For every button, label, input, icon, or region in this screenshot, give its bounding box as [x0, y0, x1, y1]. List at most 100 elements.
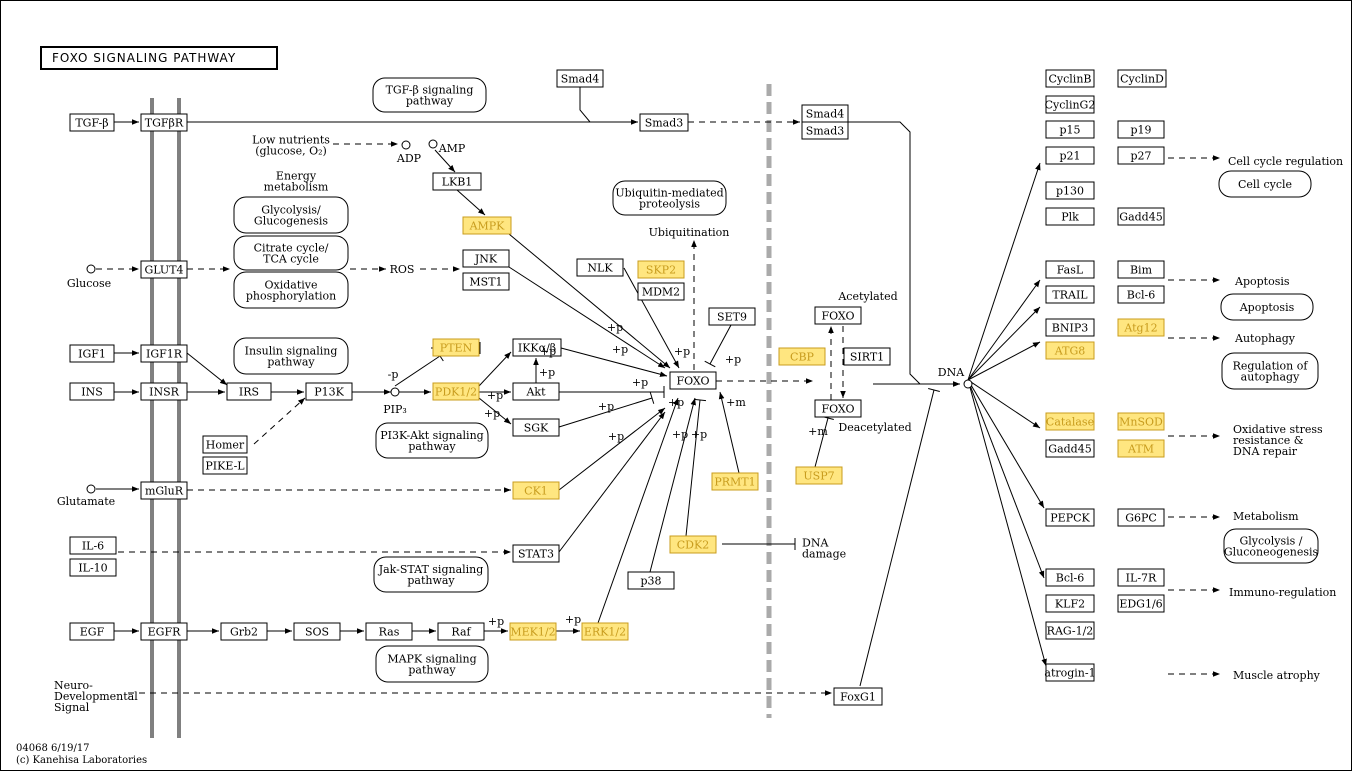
gene-tgf[interactable]: TGF-β — [69, 113, 115, 132]
gene-gadd45[interactable]: Gadd45 — [1117, 207, 1165, 226]
gene-akt[interactable]: Akt — [512, 382, 560, 401]
gene-homer[interactable]: Homer — [202, 435, 248, 454]
gene-cdk2[interactable]: CDK2 — [669, 535, 717, 554]
gene-ck1[interactable]: CK1 — [512, 481, 560, 500]
gene-atg12[interactable]: Atg12 — [1117, 318, 1165, 337]
gene-smad3[interactable]: Smad3 — [639, 113, 689, 132]
compound-glucose[interactable]: Glucose — [67, 264, 111, 290]
gene-raf[interactable]: Raf — [437, 622, 485, 641]
gene-p19[interactable]: p19 — [1117, 120, 1165, 139]
gene-rag-1-2[interactable]: RAG-1/2 — [1045, 621, 1095, 640]
gene-mdm2[interactable]: MDM2 — [637, 282, 685, 301]
gene-p27[interactable]: p27 — [1117, 146, 1165, 165]
gene-edg1-6[interactable]: EDG1/6 — [1117, 594, 1165, 613]
gene-set9[interactable]: SET9 — [708, 307, 756, 326]
gene-trail[interactable]: TRAIL — [1045, 285, 1095, 304]
gene-cycling2[interactable]: CyclinG2 — [1045, 95, 1096, 114]
gene-catalase[interactable]: Catalase — [1045, 412, 1095, 431]
gene-sos[interactable]: SOS — [293, 622, 341, 641]
gene-sirt1[interactable]: SIRT1 — [843, 347, 891, 366]
gene-fasl[interactable]: FasL — [1045, 260, 1095, 279]
gene-label: CyclinD — [1120, 73, 1164, 86]
gene-cyclind[interactable]: CyclinD — [1117, 69, 1167, 88]
compound-glutamate[interactable]: Glutamate — [57, 484, 115, 508]
gene-glut4[interactable]: GLUT4 — [140, 260, 188, 279]
gene-mek1-2[interactable]: MEK1/2 — [509, 622, 557, 641]
gene-il-6[interactable]: IL-6 — [69, 536, 117, 555]
gene-smad4[interactable]: Smad4 — [801, 104, 849, 123]
gene-il-7r[interactable]: IL-7R — [1117, 568, 1165, 587]
gene-egf[interactable]: EGF — [69, 622, 115, 641]
gene-mglur[interactable]: mGluR — [140, 481, 188, 500]
pathway-citrate-cycle-tca-cycle[interactable]: Citrate cycle/TCA cycle — [233, 235, 349, 271]
gene-p38[interactable]: p38 — [627, 571, 675, 590]
gene-foxo[interactable]: FOXO — [814, 306, 862, 325]
gene-smad3[interactable]: Smad3 — [801, 121, 849, 140]
pathway-glycolysis-glucogenesis[interactable]: Glycolysis/Glucogenesis — [233, 196, 349, 234]
gene-smad4[interactable]: Smad4 — [556, 69, 604, 88]
compound-adp[interactable]: ADP — [396, 140, 422, 165]
gene-pdk1-2[interactable]: PDK1/2 — [432, 382, 480, 401]
gene-pike-l[interactable]: PIKE-L — [202, 456, 248, 475]
gene-p130[interactable]: p130 — [1045, 181, 1095, 200]
gene-pepck[interactable]: PEPCK — [1045, 508, 1095, 527]
gene-erk1-2[interactable]: ERK1/2 — [581, 622, 629, 641]
gene-p13k[interactable]: P13K — [305, 382, 353, 401]
gene-egfr[interactable]: EGFR — [140, 622, 188, 641]
gene-gadd45[interactable]: Gadd45 — [1045, 439, 1095, 458]
gene-stat3[interactable]: STAT3 — [512, 544, 560, 563]
gene-ikk[interactable]: IKKα/β — [512, 338, 562, 357]
gene-ras[interactable]: Ras — [365, 622, 413, 641]
gene-foxo[interactable]: FOXO — [814, 399, 862, 418]
gene-plk[interactable]: Plk — [1045, 207, 1095, 226]
gene-igf1[interactable]: IGF1 — [69, 344, 115, 363]
gene-igf1r[interactable]: IGF1R — [140, 344, 188, 363]
gene-usp7[interactable]: USP7 — [795, 466, 843, 485]
compound-amp[interactable]: AMP — [428, 139, 466, 155]
gene-bim[interactable]: Bim — [1117, 260, 1165, 279]
gene-mnsod[interactable]: MnSOD — [1117, 412, 1165, 431]
gene-foxo[interactable]: FOXO — [669, 371, 717, 390]
compound-pip[interactable]: PIP₃ — [383, 387, 407, 416]
gene-bnip3[interactable]: BNIP3 — [1045, 318, 1095, 337]
gene-nlk[interactable]: NLK — [576, 258, 624, 277]
gene-tgf-r[interactable]: TGFβR — [140, 113, 188, 132]
gene-cyclinb[interactable]: CyclinB — [1045, 69, 1095, 88]
gene-atm[interactable]: ATM — [1117, 439, 1165, 458]
gene-irs[interactable]: IRS — [226, 382, 272, 401]
gene-pten[interactable]: PTEN — [432, 338, 480, 357]
gene-atrogin-1[interactable]: atrogin-1 — [1044, 663, 1096, 682]
gene-grb2[interactable]: Grb2 — [220, 622, 268, 641]
pathway-apoptosis[interactable]: Apoptosis — [1220, 293, 1314, 321]
gene-jnk[interactable]: JNK — [462, 249, 510, 268]
gene-il-10[interactable]: IL-10 — [69, 558, 117, 577]
gene-cbp[interactable]: CBP — [778, 347, 826, 366]
pathway-cell-cycle[interactable]: Cell cycle — [1218, 170, 1312, 198]
compound-dna[interactable]: DNA — [938, 366, 973, 389]
gene-sgk[interactable]: SGK — [512, 418, 560, 437]
gene-klf2[interactable]: KLF2 — [1045, 594, 1095, 613]
gene-skp2[interactable]: SKP2 — [637, 260, 685, 279]
gene-foxg1[interactable]: FoxG1 — [833, 687, 883, 706]
gene-g6pc[interactable]: G6PC — [1117, 508, 1165, 527]
gene-p15[interactable]: p15 — [1045, 120, 1095, 139]
gene-lkb1[interactable]: LKB1 — [432, 172, 482, 191]
gene-atg8[interactable]: ATG8 — [1045, 341, 1095, 360]
gene-bcl-6[interactable]: Bcl-6 — [1117, 285, 1165, 304]
gene-prmt1[interactable]: PRMT1 — [711, 472, 759, 491]
pathway-glycolysis-gluconeogenesis[interactable]: Glycolysis /Gluconeogenesis — [1223, 528, 1319, 564]
gene-p21[interactable]: p21 — [1045, 146, 1095, 165]
gene-ampk[interactable]: AMPK — [462, 216, 512, 235]
gene-mst1[interactable]: MST1 — [462, 272, 510, 291]
gene-ins[interactable]: INS — [69, 382, 115, 401]
gene-insr[interactable]: INSR — [140, 382, 188, 401]
gene-bcl-6[interactable]: Bcl-6 — [1045, 568, 1095, 587]
